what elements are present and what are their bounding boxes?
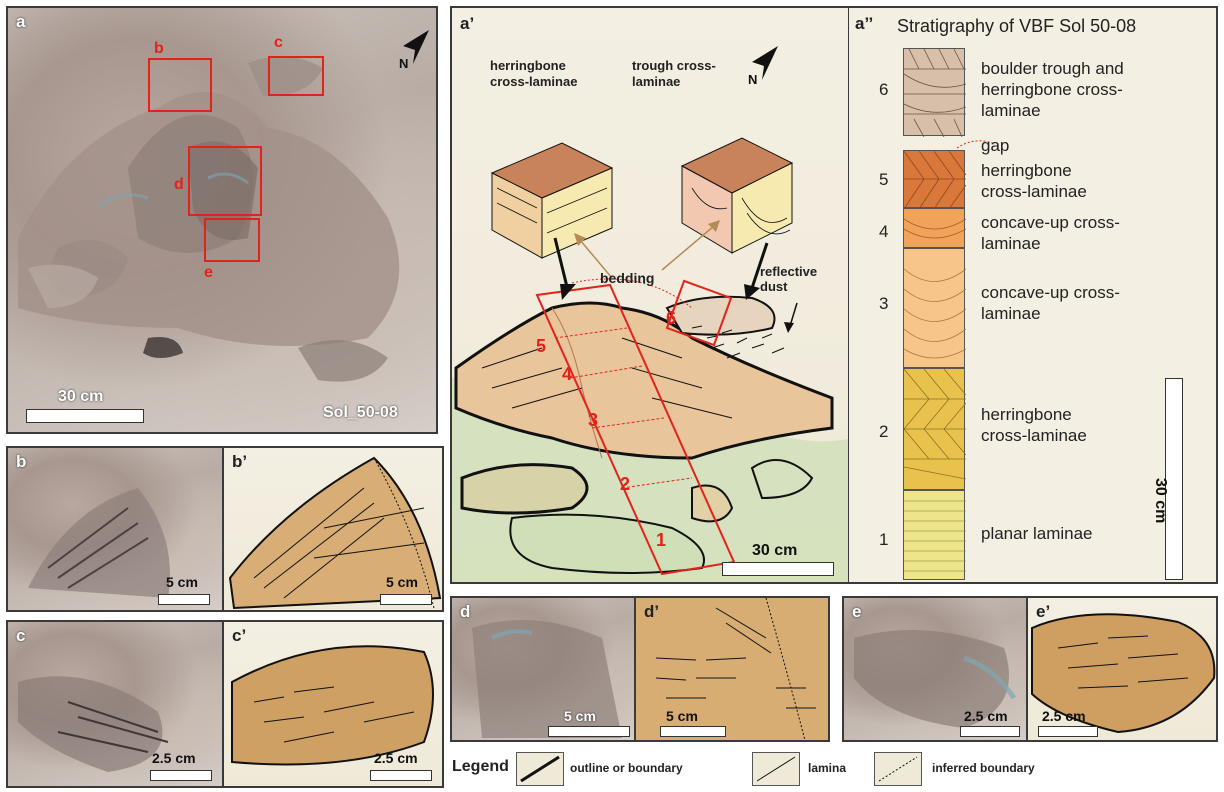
panel-d-label: d (460, 602, 470, 622)
herringbone-block-diagram (492, 143, 612, 258)
panel-e-prime-scalebar (1038, 726, 1098, 737)
panel-a-prime-sketch: a’ N herringbone cross-laminae trough cr… (450, 6, 850, 584)
panel-c-prime-scalebar (370, 770, 432, 781)
box-c (268, 56, 324, 96)
box-d (188, 146, 262, 216)
panel-b-photo: b 5 cm (6, 446, 224, 612)
panel-e-prime-label: e’ (1036, 602, 1050, 622)
unit-4-label: 4 (562, 364, 572, 385)
legend-outline-label: outline or boundary (570, 761, 683, 775)
box-b-label: b (154, 40, 164, 58)
strat-unit-1-number: 1 (879, 530, 888, 550)
legend: Legend outline or boundary lamina inferr… (450, 750, 1210, 788)
legend-outline-swatch (516, 752, 564, 786)
strat-unit-5-number: 5 (879, 170, 888, 190)
panel-e-prime-scale-label: 2.5 cm (1042, 708, 1086, 724)
box-e-label: e (204, 264, 213, 282)
unit-3-label: 3 (588, 410, 598, 431)
panel-b-prime-sketch: b’ 5 cm (222, 446, 444, 612)
panel-a-scale-label: 30 cm (58, 388, 103, 406)
panel-c-prime-scale-label: 2.5 cm (374, 750, 418, 766)
panel-a-prime-drawing (452, 8, 850, 584)
strat-unit-5-desc: herringbone cross-laminae (981, 160, 1121, 202)
north-arrow-icon: N (742, 44, 782, 92)
strat-unit-3-number: 3 (879, 294, 888, 314)
panel-a-sol-label: Sol_50-08 (323, 404, 398, 422)
strat-unit-2-number: 2 (879, 422, 888, 442)
box-e (204, 218, 260, 262)
unit-1-block (903, 490, 965, 580)
panel-c-photo: c 2.5 cm (6, 620, 224, 788)
panel-b-prime-scalebar (380, 594, 432, 605)
strat-unit-4-number: 4 (879, 222, 888, 242)
unit-6-block (903, 48, 965, 136)
panel-d-prime-sketch: d’ 5 cm (634, 596, 830, 742)
panel-c-label: c (16, 626, 25, 646)
unit-2-block (903, 368, 965, 490)
panel-a-scalebar (26, 409, 144, 423)
box-d-label: d (174, 176, 184, 194)
strat-unit-3-desc: concave-up cross-laminae (981, 282, 1121, 324)
strat-unit-1-desc: planar laminae (981, 524, 1093, 544)
strat-unit-6-number: 6 (879, 80, 888, 100)
unit-6-label: 6 (666, 308, 676, 329)
dust-label: reflective dust (760, 264, 830, 294)
legend-title: Legend (452, 758, 509, 776)
trough-block-diagram (682, 138, 792, 253)
strat-unit-2-desc: herringbone cross-laminae (981, 404, 1121, 446)
strat-unit-4-desc: concave-up cross-laminae (981, 212, 1121, 254)
panel-a-label: a (16, 12, 25, 32)
panel-a-prime-scale-label: 30 cm (752, 542, 797, 560)
box-b (148, 58, 212, 112)
legend-inferred-label: inferred boundary (932, 761, 1035, 775)
north-arrow-label: N (399, 56, 408, 71)
north-arrow-icon: N (393, 28, 433, 76)
panel-a-dprime-label: a’’ (855, 14, 873, 34)
herringbone-label: herringbone cross-laminae (490, 58, 600, 90)
panel-c-scalebar (150, 770, 212, 781)
panel-b-scale-label: 5 cm (166, 574, 198, 590)
panel-e-label: e (852, 602, 861, 622)
strat-unit-6-desc: boulder trough and herringbone cross-lam… (981, 58, 1131, 121)
panel-d-scalebar (548, 726, 630, 737)
unit-4-block (903, 208, 965, 248)
panel-b-prime-scale-label: 5 cm (386, 574, 418, 590)
panel-d-prime-scale-label: 5 cm (666, 708, 698, 724)
unit-2-label: 2 (620, 474, 630, 495)
panel-e-scale-label: 2.5 cm (964, 708, 1008, 724)
box-c-label: c (274, 34, 283, 52)
panel-d-scale-label: 5 cm (564, 708, 596, 724)
legend-lamina-swatch (752, 752, 800, 786)
panel-e-scalebar (960, 726, 1020, 737)
panel-b-prime-label: b’ (232, 452, 247, 472)
panel-b-scalebar (158, 594, 210, 605)
panel-a-photo: a N b c d e 30 cm Sol_50-08 (6, 6, 438, 434)
panel-c-prime-label: c’ (232, 626, 246, 646)
panel-c-prime-sketch: c’ 2.5 cm (222, 620, 444, 788)
panel-e-photo: e 2.5 cm (842, 596, 1028, 742)
panel-d-prime-label: d’ (644, 602, 659, 622)
legend-inferred-swatch (874, 752, 922, 786)
panel-d-photo: d 5 cm (450, 596, 636, 742)
panel-a-dprime-column: a’’ Stratigraphy of VBF Sol 50-08 6 5 4 … (848, 6, 1218, 584)
strat-gap-desc: gap (981, 136, 1009, 156)
panel-d-prime-scalebar (660, 726, 726, 737)
strat-title: Stratigraphy of VBF Sol 50-08 (897, 16, 1136, 37)
panel-c-scale-label: 2.5 cm (152, 750, 196, 766)
unit-5-block (903, 150, 965, 208)
unit-1-label: 1 (656, 530, 666, 551)
trough-label: trough cross-laminae (632, 58, 732, 90)
legend-lamina-label: lamina (808, 761, 846, 775)
panel-b-label: b (16, 452, 26, 472)
panel-a-prime-label: a’ (460, 14, 474, 34)
panel-a-dprime-scale-label: 30 cm (1151, 478, 1169, 523)
unit-5-label: 5 (536, 336, 546, 357)
north-arrow-label: N (748, 72, 757, 87)
unit-3-block (903, 248, 965, 368)
panel-a-prime-scalebar (722, 562, 834, 576)
panel-e-prime-sketch: e’ 2.5 cm (1026, 596, 1218, 742)
bedding-label: bedding (600, 270, 654, 286)
